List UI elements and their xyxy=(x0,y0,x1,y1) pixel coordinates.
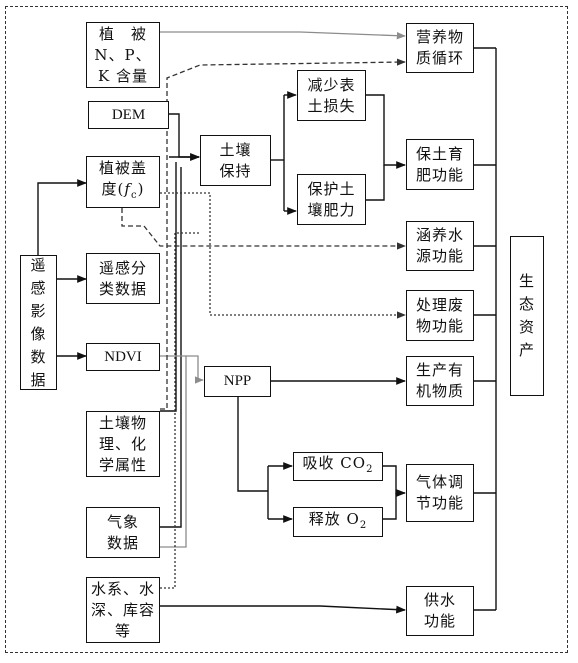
soil-properties-label: 土壤物 理、化 学属性 xyxy=(98,413,147,474)
soil-fertility-function-label: 保土育 肥功能 xyxy=(415,144,464,184)
release-o2-box: 释放 O2 xyxy=(293,507,383,537)
weather-data-label: 气象 数据 xyxy=(106,512,139,552)
npp-label: NPP xyxy=(223,373,252,389)
gas-regulation-label: 气体调 节功能 xyxy=(415,473,464,512)
vegetation-npk-label: 植 被 N、P、 K 含量 xyxy=(94,24,152,85)
eco-assets-box: 生 态 资 产 xyxy=(510,236,544,396)
release-o2-text: 释放 O xyxy=(308,509,360,528)
absorb-co2-label: 吸收 CO2 xyxy=(303,453,374,480)
eco-assets-label: 生 态 资 产 xyxy=(518,272,535,359)
rs-classification-box: 遥感分 类数据 xyxy=(86,253,160,304)
weather-data-box: 气象 数据 xyxy=(86,507,160,558)
water-supply-box: 供水 功能 xyxy=(406,586,474,636)
release-o2-label: 释放 O2 xyxy=(309,509,367,536)
protect-soil-fertility-box: 保护土 壤肥力 xyxy=(297,174,366,225)
soil-fertility-function-box: 保土育 肥功能 xyxy=(406,139,474,190)
waste-treatment-label: 处理废 物功能 xyxy=(415,295,464,335)
water-system-label: 水系、水 深、库容 等 xyxy=(90,579,155,640)
dem-label: DEM xyxy=(111,106,146,123)
water-conservation-box: 涵养水 源功能 xyxy=(406,221,474,271)
rs-classification-label: 遥感分 类数据 xyxy=(98,258,147,298)
remote-sensing-image-box: 遥 感 影 像 数 据 xyxy=(20,255,57,390)
absorb-co2-box: 吸收 CO2 xyxy=(293,452,383,481)
gray-links xyxy=(160,31,406,548)
vegetation-npk-box: 植 被 N、P、 K 含量 xyxy=(86,22,160,88)
diagram-frame xyxy=(5,6,568,653)
dashed-links xyxy=(121,58,406,589)
dem-box: DEM xyxy=(88,101,169,129)
npp-links xyxy=(237,377,406,523)
asset-collection-links xyxy=(474,47,497,611)
soil-retention-links xyxy=(160,91,406,528)
organic-matter-production-box: 生产有 机物质 xyxy=(406,356,474,406)
soil-properties-box: 土壤物 理、化 学属性 xyxy=(86,411,160,477)
ndvi-label: NDVI xyxy=(104,348,142,365)
remote-sensing-links xyxy=(37,179,87,360)
absorb-co2-text: 吸收 CO xyxy=(302,454,367,472)
water-supply-label: 供水 功能 xyxy=(423,591,456,630)
release-o2-subscript: 2 xyxy=(359,519,368,531)
remote-sensing-label: 遥 感 影 像 数 据 xyxy=(30,255,47,389)
soil-retention-box: 土壤 保持 xyxy=(200,135,271,186)
organic-matter-production-label: 生产有 机物质 xyxy=(415,361,464,400)
soil-retention-label: 土壤 保持 xyxy=(219,140,252,180)
absorb-co2-subscript: 2 xyxy=(366,464,374,475)
water-system-box: 水系、水 深、库容 等 xyxy=(86,577,160,643)
npp-box: NPP xyxy=(204,366,271,397)
nutrient-cycling-box: 营养物 质循环 xyxy=(406,23,474,73)
water-supply-link xyxy=(160,605,406,614)
waste-treatment-box: 处理废 物功能 xyxy=(406,290,474,341)
reduce-topsoil-loss-label: 减少表 土损失 xyxy=(307,75,356,115)
water-conservation-label: 涵养水 源功能 xyxy=(415,226,464,265)
protect-soil-fertility-label: 保护土 壤肥力 xyxy=(307,179,356,219)
nutrient-cycling-label: 营养物 质循环 xyxy=(415,28,464,67)
reduce-topsoil-loss-box: 减少表 土损失 xyxy=(297,70,366,121)
ndvi-box: NDVI xyxy=(86,343,160,371)
vegetation-cover-label: 植被盖度(fc) xyxy=(98,159,147,201)
vegetation-cover-box: 植被盖度(fc) xyxy=(86,156,160,208)
gas-regulation-box: 气体调 节功能 xyxy=(406,464,474,522)
